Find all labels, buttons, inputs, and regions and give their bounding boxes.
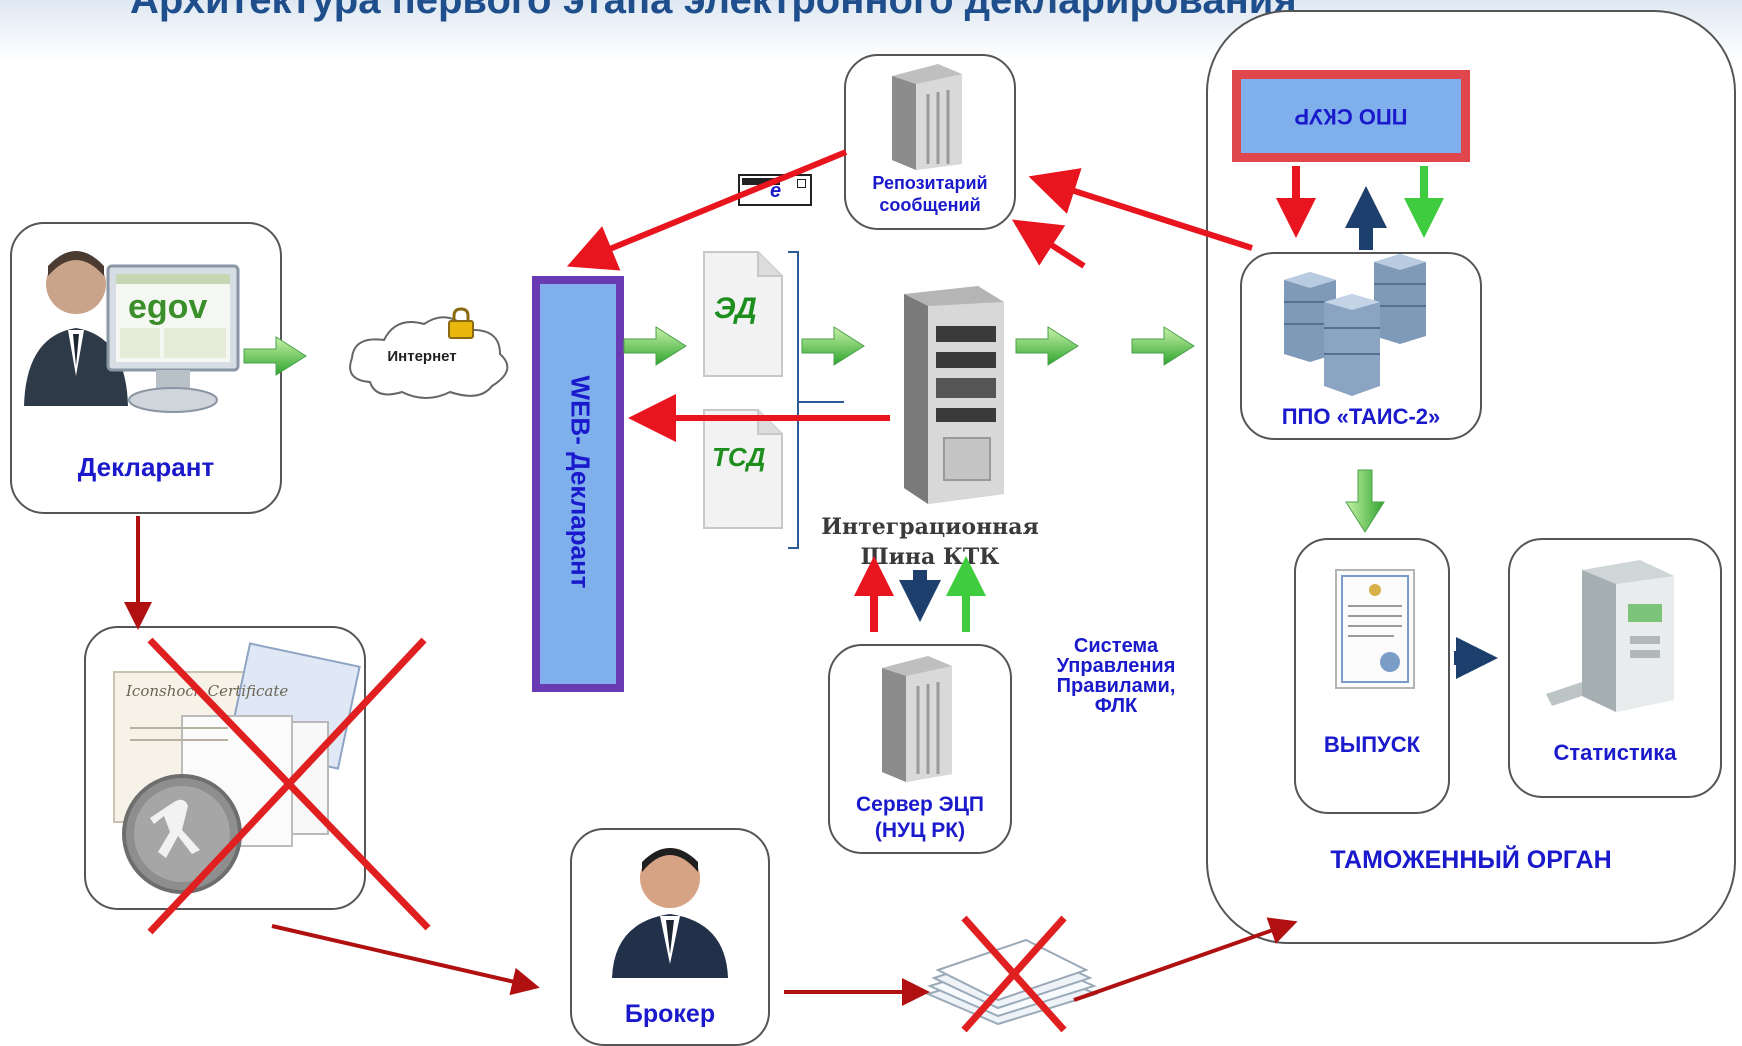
arrow-tais-to-release bbox=[1345, 469, 1385, 533]
eds-server-label: Сервер ЭЦП (НУЦ РК) bbox=[855, 793, 985, 842]
page-title: Архитектура первого этапа электронного д… bbox=[130, 0, 1297, 22]
statistics-server-icon bbox=[1546, 560, 1674, 712]
server-stack-icon bbox=[1284, 254, 1426, 396]
statistics-label: Статистика bbox=[1553, 740, 1677, 765]
building-icon bbox=[882, 656, 952, 782]
web-declarant-panel bbox=[532, 276, 624, 692]
doc-ed-label: ЭД bbox=[714, 292, 757, 325]
broker-icon bbox=[612, 848, 728, 978]
internet-label: Интернет bbox=[387, 348, 457, 365]
customs-body-label: ТАМОЖЕННЫЙ ОРГАН bbox=[1330, 846, 1612, 874]
building-icon bbox=[892, 64, 962, 170]
declarant-label: Декларант bbox=[77, 452, 215, 482]
arrow-rules-to-tais bbox=[1131, 326, 1195, 366]
user-monitor-icon: egov bbox=[24, 251, 240, 413]
arrow-bus-to-rules bbox=[1015, 326, 1079, 366]
arrow-bus-to-repository bbox=[1011, 219, 1086, 269]
arrow-repository-to-web bbox=[566, 149, 848, 271]
release-label: ВЫПУСК bbox=[1323, 732, 1421, 757]
arrow-web-to-ed bbox=[623, 326, 687, 366]
svg-text:Iconshock Certificate: Iconshock Certificate bbox=[125, 682, 288, 700]
arrow-stack-to-customs bbox=[1073, 917, 1298, 1002]
document-icon bbox=[703, 251, 783, 377]
doc-tsd-label: ТСД bbox=[712, 442, 766, 472]
ppo-skur-panel bbox=[1232, 70, 1470, 162]
arrow-ed-to-bus bbox=[801, 326, 865, 366]
arrow-declarant-to-internet bbox=[243, 336, 307, 376]
cross-icon bbox=[147, 637, 431, 935]
arrow-tais-to-repository bbox=[1028, 168, 1253, 251]
rules-system-label: Система Управления Правилами, ФЛК bbox=[1056, 635, 1176, 717]
svg-text:egov: egov bbox=[128, 288, 207, 326]
cross-icon bbox=[961, 915, 1067, 1033]
document-brace bbox=[788, 251, 844, 549]
arrow-paper-to-broker bbox=[271, 924, 540, 996]
ppo-tais-label: ППО «ТАИС-2» bbox=[1281, 404, 1441, 429]
certificate-icon bbox=[1335, 569, 1415, 689]
server-tower-icon bbox=[904, 286, 1004, 504]
certificate-stack-icon: Iconshock Certificate bbox=[113, 642, 361, 894]
lock-icon bbox=[448, 307, 474, 339]
broker-label: Брокер bbox=[624, 1000, 716, 1028]
repository-label: Репозитарий сообщений bbox=[872, 173, 988, 215]
